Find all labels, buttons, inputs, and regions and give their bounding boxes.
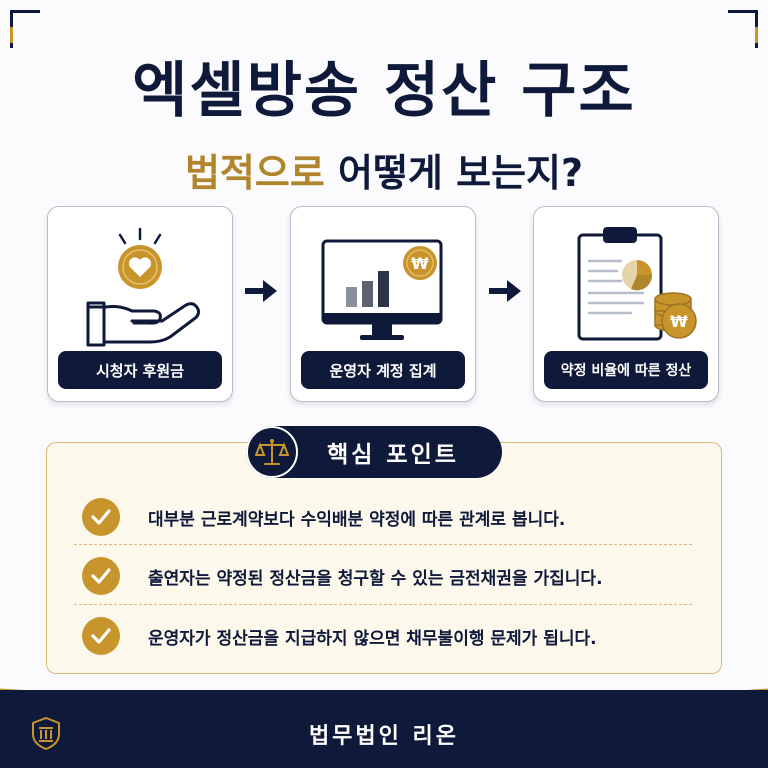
flow-step-settlement: ₩ 약정 비율에 따른 정산 — [533, 206, 719, 402]
firm-logo-icon — [32, 716, 60, 750]
checkmark-icon — [82, 617, 120, 655]
key-point-text: 운영자가 정산금을 지급하지 않으면 채무불이행 문제가 됩니다. — [148, 628, 597, 649]
flow-step-label: 약정 비율에 따른 정산 — [544, 351, 708, 389]
corner-decoration-left — [10, 10, 40, 48]
key-point-item: 출연자는 약정된 정산금을 청구할 수 있는 금전채권을 가집니다. — [82, 556, 702, 596]
key-point-text: 대부분 근로계약보다 수익배분 약정에 따른 관계로 봅니다. — [148, 509, 566, 530]
firm-name: 법무법인 리온 — [308, 724, 460, 749]
arrow-right-icon — [489, 280, 521, 302]
corner-decoration-right — [728, 10, 758, 48]
monitor-chart-won-icon: ₩ — [291, 221, 475, 351]
flow-step-donation: 시청자 후원금 — [47, 206, 233, 402]
key-points-title: 핵심 포인트 — [327, 442, 459, 468]
dashed-divider — [74, 544, 692, 545]
won-symbol: ₩ — [411, 254, 429, 273]
checkmark-icon — [82, 498, 120, 536]
key-points-header: 핵심 포인트 — [246, 426, 502, 478]
checkmark-icon — [82, 557, 120, 595]
flow-step-aggregation: ₩ 운영자 계정 집계 — [290, 206, 476, 402]
flow-step-label: 시청자 후원금 — [58, 351, 222, 389]
page-subtitle: 법적으로 어떻게 보는지? — [0, 142, 768, 197]
arrow-right-icon — [245, 280, 277, 302]
flow-step-label: 운영자 계정 집계 — [301, 351, 465, 389]
page-title: 엑셀방송 정산 구조 — [132, 56, 636, 126]
clipboard-pie-coins-icon: ₩ — [534, 221, 718, 351]
key-point-item: 운영자가 정산금을 지급하지 않으면 채무불이행 문제가 됩니다. — [82, 616, 702, 656]
won-symbol: ₩ — [670, 312, 688, 331]
hand-heart-coin-icon — [48, 221, 232, 351]
subtitle-rest: 어떻게 보는지? — [324, 151, 584, 195]
scale-of-justice-icon — [246, 426, 298, 478]
subtitle-highlight: 법적으로 — [184, 151, 325, 195]
key-point-item: 대부분 근로계약보다 수익배분 약정에 따른 관계로 봅니다. — [82, 497, 702, 537]
dashed-divider — [74, 604, 692, 605]
footer-bar — [0, 690, 768, 768]
key-point-text: 출연자는 약정된 정산금을 청구할 수 있는 금전채권을 가집니다. — [148, 568, 603, 589]
